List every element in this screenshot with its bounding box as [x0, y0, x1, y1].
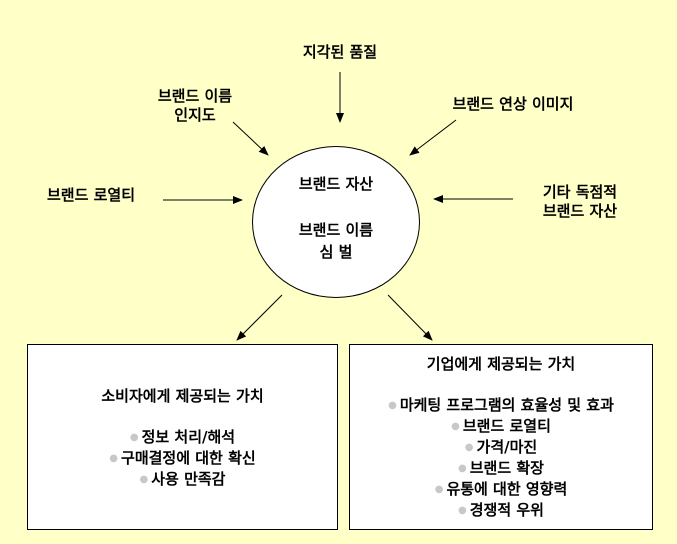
- list-item: ●브랜드 로열티: [451, 417, 551, 435]
- company-items: ●마케팅 프로그램의 효율성 및 효과 ●브랜드 로열티 ●가격/마진 ●브랜드…: [350, 395, 652, 521]
- list-item: ●구매결정에 대한 확신: [109, 449, 256, 467]
- list-item: ●경쟁적 우위: [458, 501, 544, 519]
- label-perceived-quality: 지각된 품질: [302, 43, 378, 61]
- label-other-assets-line1: 기타 독점적: [542, 183, 618, 201]
- bullet-icon: ●: [458, 463, 467, 474]
- bullet-icon: ●: [451, 421, 460, 432]
- list-item: ●마케팅 프로그램의 효율성 및 효과: [388, 396, 614, 414]
- bullet-icon: ●: [464, 442, 474, 453]
- bullet-icon: ●: [388, 400, 397, 411]
- bullet-icon: ●: [129, 432, 139, 443]
- arrow-to-consumer: [236, 294, 283, 341]
- list-item: ●브랜드 확장: [458, 459, 544, 477]
- arrow-upper-right: [409, 119, 457, 156]
- label-brand-loyalty: 브랜드 로열티: [46, 186, 136, 204]
- list-item: ●정보 처리/해석: [129, 428, 236, 446]
- label-brand-awareness-line2: 인지도: [174, 106, 216, 124]
- label-brand-association: 브랜드 연상 이미지: [452, 95, 574, 113]
- bullet-icon: ●: [434, 484, 444, 495]
- label-brand-awareness-line1: 브랜드 이름: [157, 87, 233, 105]
- bullet-icon: ●: [109, 453, 119, 464]
- consumer-value-box: 소비자에게 제공되는 가치 ●정보 처리/해석 ●구매결정에 대한 확신 ●사용…: [27, 344, 338, 530]
- consumer-items: ●정보 처리/해석 ●구매결정에 대한 확신 ●사용 만족감: [28, 427, 337, 490]
- company-value-box: 기업에게 제공되는 가치 ●마케팅 프로그램의 효율성 및 효과 ●브랜드 로열…: [349, 344, 653, 530]
- center-brand-name: 브랜드 이름: [298, 221, 374, 239]
- arrow-upper-left: [232, 121, 269, 156]
- list-item: ●가격/마진: [464, 438, 538, 456]
- center-title: 브랜드 자산: [298, 175, 374, 193]
- center-symbol: 심 벌: [319, 243, 353, 261]
- consumer-box-title: 소비자에게 제공되는 가치: [101, 387, 264, 405]
- label-other-assets-line2: 브랜드 자산: [542, 202, 618, 220]
- list-item: ●사용 만족감: [139, 470, 226, 488]
- label-brand-awareness: 브랜드 이름 인지도: [140, 87, 250, 125]
- arrow-to-company: [387, 294, 433, 341]
- company-box-title: 기업에게 제공되는 가치: [426, 355, 576, 373]
- bullet-icon: ●: [139, 474, 149, 485]
- bullet-icon: ●: [458, 505, 467, 516]
- list-item: ●유통에 대한 영향력: [434, 480, 568, 498]
- brand-equity-circle: 브랜드 자산 브랜드 이름 심 벌: [252, 146, 420, 298]
- label-other-assets: 기타 독점적 브랜드 자산: [520, 183, 640, 221]
